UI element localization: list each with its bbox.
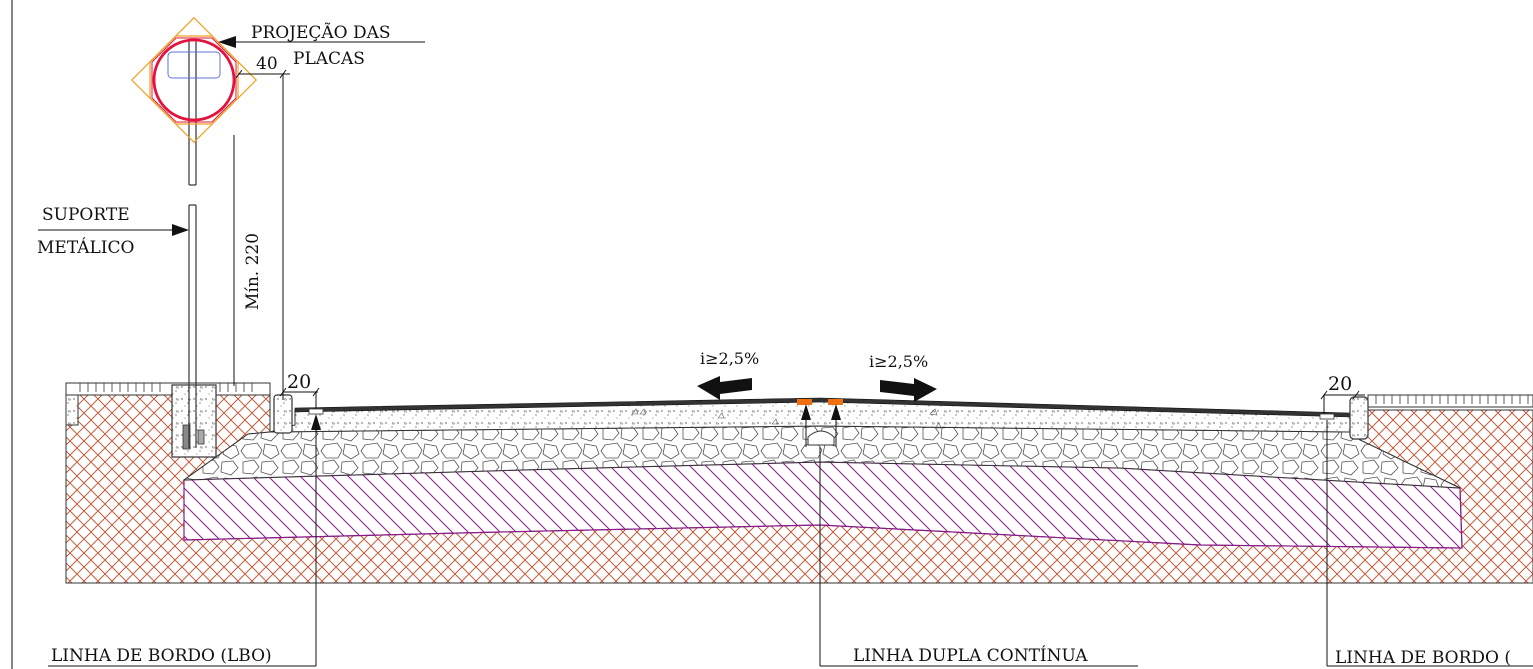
slope-arrow-right	[880, 378, 937, 402]
plate-projection-leader	[218, 36, 425, 48]
left-edge-marking	[308, 408, 324, 415]
center-line-marking-right	[828, 399, 843, 405]
metal-support-pole	[188, 40, 197, 448]
edge-line-right-leader	[1326, 420, 1533, 667]
sign-plate-projection	[130, 16, 258, 144]
dimension-20-right-label: 20	[1328, 373, 1352, 395]
slope-right-label: i≥2,5%	[869, 352, 928, 371]
min-height-label: Mín. 220	[243, 233, 263, 310]
dimension-20-left	[279, 387, 320, 410]
edge-line-left-leader	[48, 414, 321, 667]
left-curb	[273, 394, 293, 434]
center-drain	[807, 430, 835, 446]
center-line-marking-left	[797, 399, 812, 405]
slope-arrow-left	[697, 376, 752, 400]
sign-foundation	[171, 384, 217, 458]
min-height-dimension	[233, 74, 284, 400]
plate-projection-label-line2: PLACAS	[293, 49, 365, 69]
support-label-line2: METÁLICO	[37, 237, 134, 258]
right-curb	[1349, 396, 1369, 440]
dimension-40-label: 40	[256, 54, 278, 74]
surface-aggregate-marks	[631, 408, 942, 429]
slope-left-label: i≥2,5%	[700, 349, 759, 368]
support-leader	[38, 224, 189, 236]
support-label-line1: SUPORTE	[42, 205, 130, 225]
right-sidewalk	[1367, 394, 1533, 408]
plate-projection-label-line1: PROJEÇÃO DAS	[251, 22, 391, 43]
edge-line-left-label: LINHA DE BORDO (LBO)	[51, 646, 272, 666]
center-line-leader	[801, 404, 1138, 667]
edge-line-right-label: LINHA DE BORDO (	[1335, 648, 1511, 668]
dimension-20-left-label: 20	[287, 371, 311, 393]
center-line-label: LINHA DUPLA CONTÍNUA	[853, 645, 1088, 666]
right-edge-marking	[1319, 413, 1335, 420]
dimension-20-right	[1320, 390, 1365, 415]
left-sidewalk	[65, 382, 271, 426]
